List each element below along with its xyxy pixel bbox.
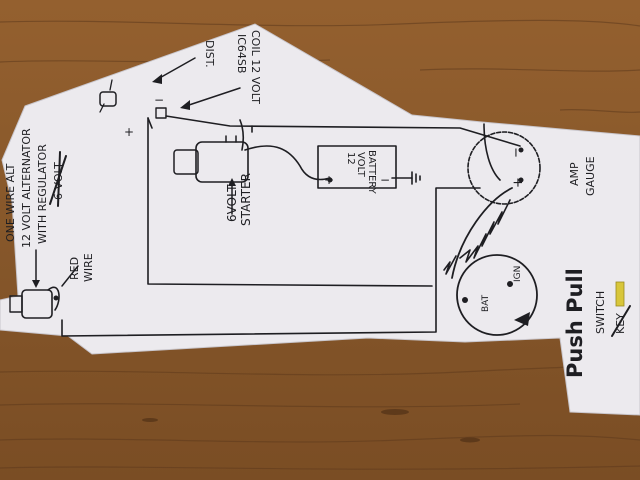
label-alternator-line3: WITH REGULATOR	[36, 144, 49, 244]
alternator-strikethrough: 6 VOLT	[49, 151, 67, 207]
label-battery-line2: VOLT	[355, 152, 366, 178]
label-battery-line1: 12	[345, 152, 356, 165]
label-amp-line2: GAUGE	[584, 156, 597, 196]
amp-gauge-minus: −	[509, 147, 524, 158]
label-amp-line1: AMP	[568, 162, 581, 186]
label-battery-line3: BATTERY	[366, 150, 377, 195]
label-red-wire-line2: WIRE	[82, 253, 95, 282]
label-alternator-line2: 12 VOLT ALTERNATOR	[20, 128, 33, 248]
coil-minus: −	[154, 93, 164, 107]
yellow-tag	[615, 281, 625, 307]
red-wire-arrow	[61, 265, 79, 287]
push-pull-switch: BAT IGN	[456, 254, 538, 336]
labels: DIST. COIL 12 VOLT IC64SB 12 VOLT BATTER…	[4, 30, 631, 378]
distributor	[99, 57, 196, 113]
switch-terminal-ign: IGN	[513, 266, 523, 282]
label-starter-line1: 6VOLT	[225, 184, 239, 222]
label-switch: SWITCH	[594, 291, 607, 334]
label-red-wire-line1: RED	[68, 257, 81, 280]
coil-plus: +	[124, 125, 134, 139]
paper-sheet	[0, 23, 640, 416]
amp-gauge: − +	[467, 131, 541, 205]
wiring	[47, 115, 521, 337]
label-push-pull: Push Pull	[563, 268, 587, 378]
switch-strikethrough: KEY	[611, 305, 631, 337]
battery-12volt: + −	[317, 145, 397, 189]
amp-gauge-plus: +	[511, 177, 526, 188]
starter-6volt	[173, 135, 249, 215]
label-dist: DIST.	[203, 40, 216, 68]
switch-terminal-bat: BAT	[481, 294, 491, 312]
coil: − +	[124, 87, 241, 139]
label-alternator-line1: ONE WIRE ALT	[4, 163, 17, 242]
label-starter-line2: STARTER	[239, 173, 253, 226]
battery-minus: −	[380, 173, 390, 187]
label-coil-line1: COIL 12 VOLT	[249, 30, 262, 104]
alternator	[9, 249, 59, 319]
label-coil-line2: IC64SB	[235, 34, 248, 73]
